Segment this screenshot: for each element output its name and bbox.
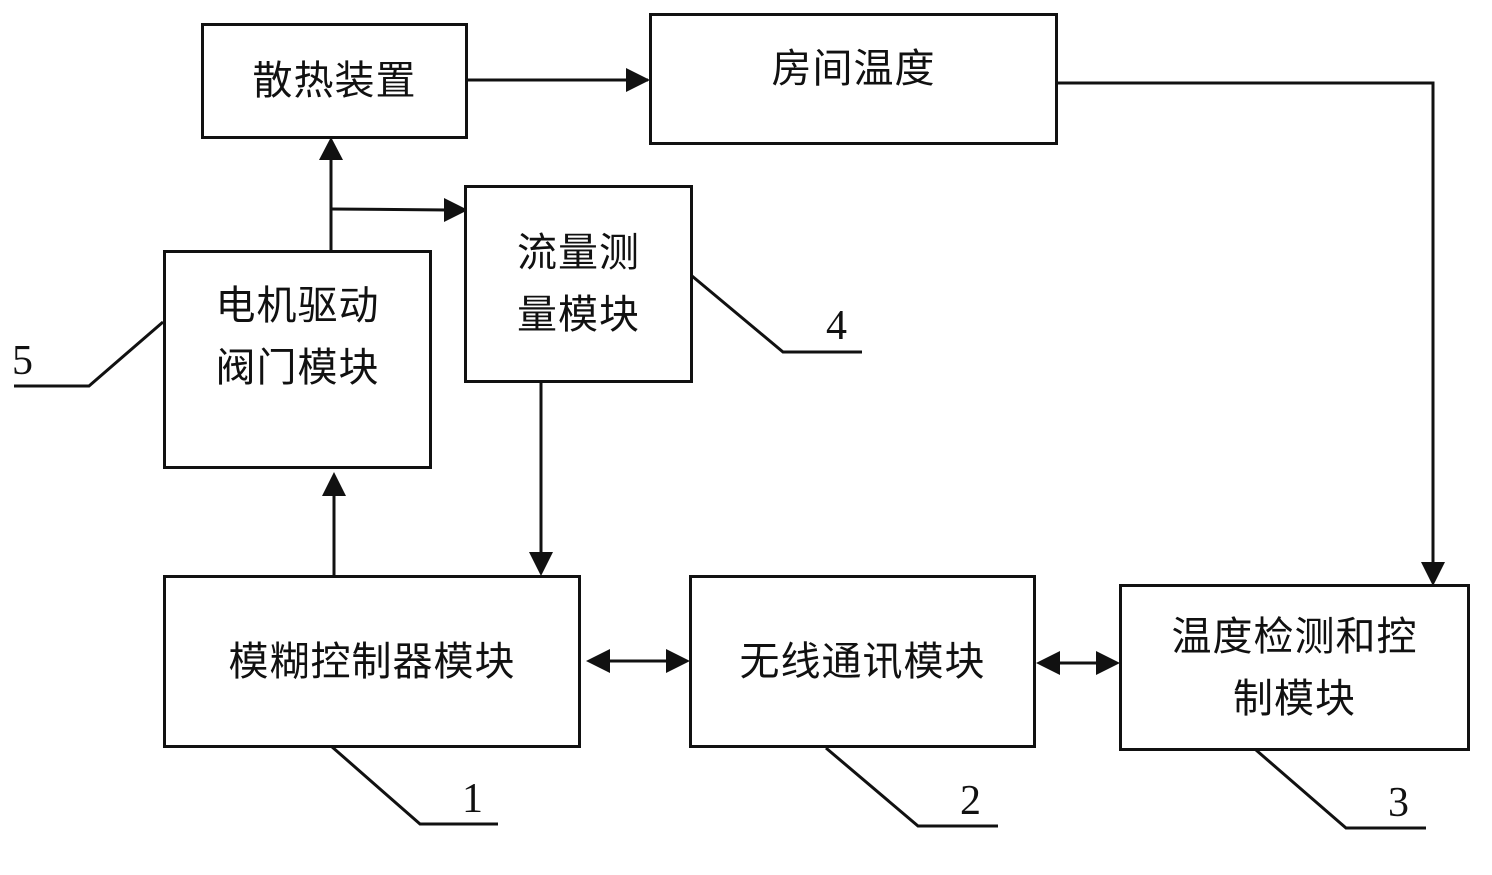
fuzzy-controller-label: 模糊控制器模块 [229, 631, 516, 693]
motor-valve-label-line2: 阀门模块 [216, 337, 380, 399]
motor-valve-block: 电机驱动 阀门模块 [163, 250, 432, 469]
arrow-branch-to-flow [331, 209, 448, 210]
reference-number-1: 1 [462, 778, 483, 820]
motor-valve-label-line1: 电机驱动 [216, 275, 380, 337]
arrowhead-fuzzy-wireless-left [586, 649, 610, 673]
arrowhead-fuzzy-to-motor [322, 472, 346, 496]
wireless-block: 无线通讯模块 [689, 575, 1036, 748]
room-temperature-block: 房间温度 [649, 13, 1058, 145]
fuzzy-controller-block: 模糊控制器模块 [163, 575, 581, 748]
flow-measurement-label-line2: 量模块 [517, 284, 640, 346]
arrowhead-flow-to-fuzzy [529, 552, 553, 576]
reference-number-4: 4 [826, 305, 847, 347]
arrowhead-motor-to-heat [319, 137, 343, 160]
arrowhead-room-to-tempdetect [1421, 562, 1445, 586]
arrow-room-to-tempdetect [1057, 83, 1433, 568]
heat-dissipation-block: 散热装置 [201, 23, 468, 139]
temp-detect-control-label-line2: 制模块 [1233, 668, 1356, 730]
flow-measurement-label-line1: 流量测 [517, 222, 640, 284]
flow-measurement-block: 流量测 量模块 [464, 185, 693, 383]
temp-detect-control-label-line1: 温度检测和控 [1172, 606, 1418, 668]
heat-dissipation-label: 散热装置 [253, 50, 417, 112]
arrowhead-fuzzy-wireless-right [666, 649, 690, 673]
reference-number-3: 3 [1388, 782, 1409, 824]
reference-number-2: 2 [960, 780, 981, 822]
room-temperature-label: 房间温度 [772, 38, 936, 100]
wireless-label: 无线通讯模块 [740, 631, 986, 693]
reference-number-5: 5 [12, 340, 33, 382]
arrowhead-wireless-tempdetect-left [1036, 651, 1060, 675]
temp-detect-control-block: 温度检测和控 制模块 [1119, 584, 1470, 751]
leader-line-5 [14, 322, 163, 386]
arrowhead-heat-to-room [626, 68, 650, 92]
arrowhead-wireless-tempdetect-right [1096, 651, 1120, 675]
